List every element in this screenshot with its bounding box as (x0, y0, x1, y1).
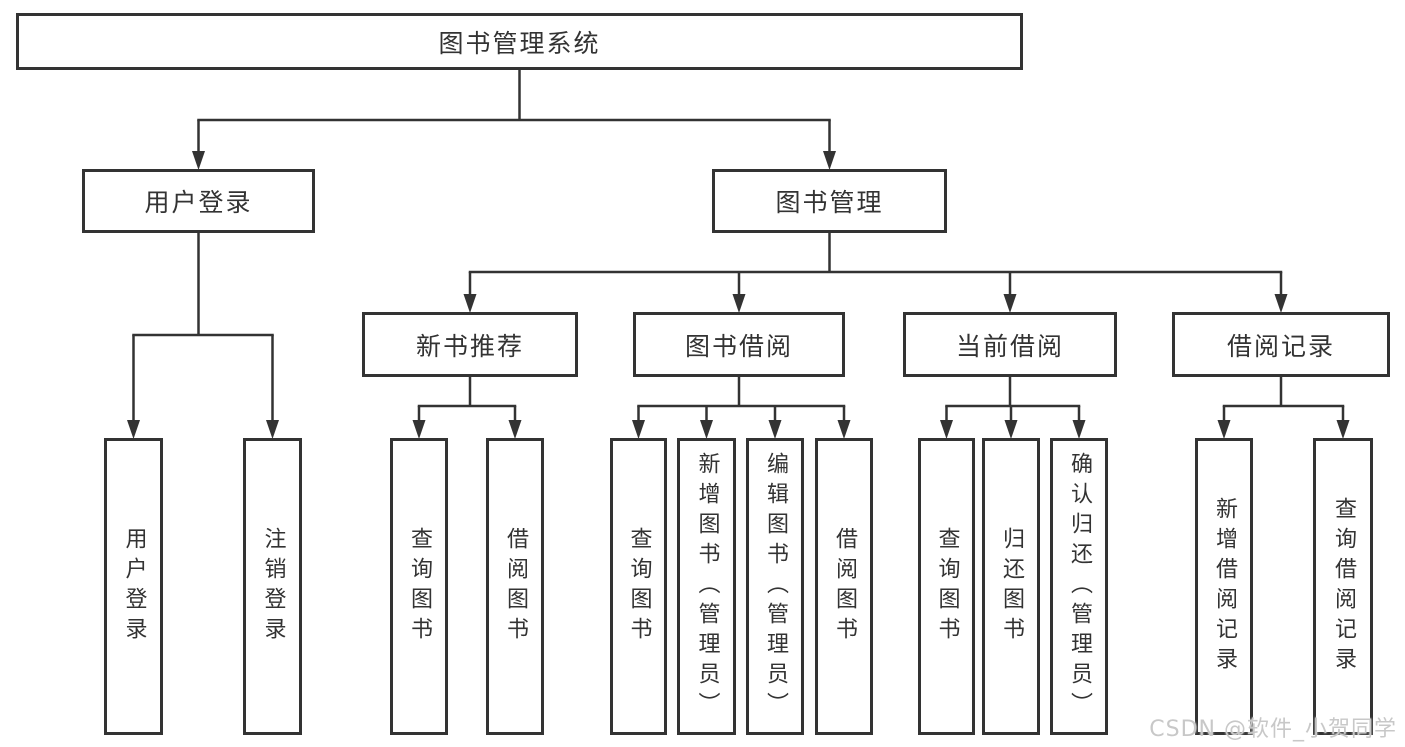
node-label: 查询图书 (626, 526, 652, 647)
arrowhead-icon (266, 420, 279, 439)
arrowhead-icon (192, 151, 205, 170)
arrowhead-icon (412, 420, 426, 439)
node-label: 注销登录 (260, 526, 286, 647)
arrowhead-icon (1217, 420, 1231, 439)
arrowhead-icon (508, 420, 522, 439)
node-edit-book: 编辑图书（管理员） (746, 438, 804, 735)
node-label: 当前借阅 (955, 331, 1064, 361)
node-label: 编辑图书（管理员） (763, 451, 788, 722)
node-borrow-book-1: 借阅图书 (486, 438, 544, 735)
node-logout-op: 注销登录 (243, 438, 302, 735)
node-return-book: 归还图书 (982, 438, 1040, 735)
node-current-borrow: 当前借阅 (903, 312, 1117, 377)
arrowhead-icon (768, 420, 782, 439)
arrowhead-icon (463, 294, 477, 313)
node-label: 确认归还（管理员） (1067, 451, 1092, 722)
node-label: 查询图书 (934, 526, 960, 647)
arrowhead-icon (1003, 294, 1017, 313)
node-confirm-return: 确认归还（管理员） (1050, 438, 1108, 735)
node-book-borrow: 图书借阅 (633, 312, 845, 377)
node-label: 新书推荐 (415, 331, 524, 361)
arrowhead-icon (127, 420, 140, 439)
node-label: 借阅图书 (832, 526, 857, 647)
node-label: 借阅图书 (503, 526, 528, 647)
node-label: 归还图书 (999, 526, 1024, 647)
node-label: 图书管理系统 (438, 28, 601, 58)
arrowhead-icon (732, 294, 746, 313)
node-label: 用户登录 (144, 188, 253, 217)
arrowhead-icon (700, 420, 713, 439)
node-label: 新增图书（管理员） (694, 451, 720, 722)
node-user-login: 用户登录 (82, 169, 315, 233)
node-label: 图书借阅 (684, 331, 793, 361)
node-query-book-2: 查询图书 (610, 438, 667, 735)
node-login-op: 用户登录 (104, 438, 163, 735)
node-new-book-rec: 新书推荐 (362, 312, 578, 377)
node-label: 借阅记录 (1226, 331, 1335, 361)
arrowhead-icon (940, 420, 953, 439)
node-label: 用户登录 (121, 526, 147, 647)
arrowhead-icon (1072, 420, 1086, 439)
node-add-borrow-record: 新增借阅记录 (1195, 438, 1253, 735)
node-borrow-records: 借阅记录 (1172, 312, 1390, 377)
arrowhead-icon (1004, 420, 1018, 439)
node-label: 查询借阅记录 (1331, 496, 1356, 677)
arrowhead-icon (1336, 420, 1350, 439)
arrowhead-icon (632, 420, 645, 439)
node-book-mgmt: 图书管理 (712, 169, 947, 233)
arrowhead-icon (823, 151, 836, 170)
arrowhead-icon (1274, 294, 1288, 313)
node-root: 图书管理系统 (16, 13, 1023, 70)
node-label: 新增借阅记录 (1212, 496, 1237, 677)
node-add-book: 新增图书（管理员） (677, 438, 736, 735)
node-label: 查询图书 (407, 526, 432, 647)
node-query-book-1: 查询图书 (390, 438, 448, 735)
arrowhead-icon (837, 420, 851, 439)
node-borrow-book-2: 借阅图书 (815, 438, 873, 735)
node-label: 图书管理 (775, 188, 884, 217)
node-query-book-3: 查询图书 (918, 438, 975, 735)
node-query-borrow-record: 查询借阅记录 (1313, 438, 1373, 735)
